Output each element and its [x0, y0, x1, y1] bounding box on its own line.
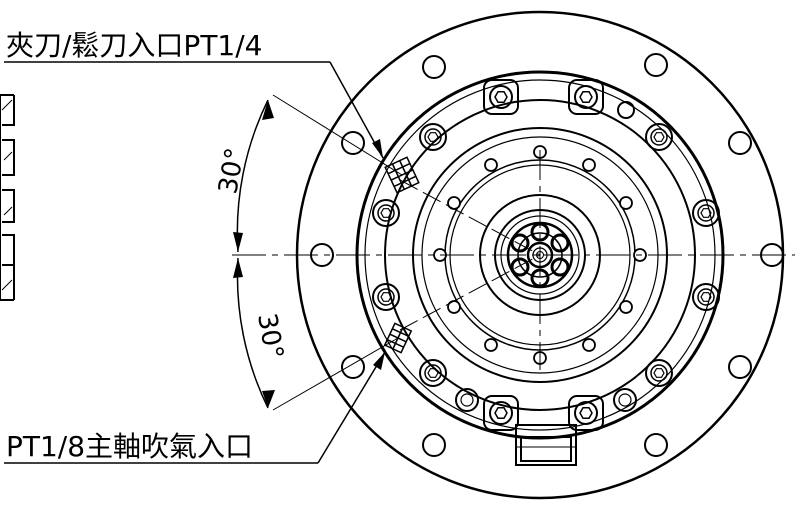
clamp-port-fitting: [384, 156, 420, 194]
housing-bolts: [372, 79, 720, 431]
flange-bolt-hole-bottom-left: [422, 433, 446, 457]
hex-bolt-lower-right: [568, 395, 604, 431]
flange-bolt-hole-left-upper: [341, 131, 365, 155]
center-lines: [232, 150, 795, 370]
spindle-air-port-label: PT1/8主軸吹氣入口: [6, 430, 253, 463]
lower-angle-label: 30°: [251, 311, 289, 362]
hex-bolt-upper-left: [483, 79, 519, 115]
angle-dimensions: [233, 94, 403, 411]
flange-bolt-hole-right-lower: [728, 355, 752, 379]
bottom-connector: [515, 424, 577, 466]
hex-bolt-lower-left: [483, 395, 519, 431]
callout-leaders: [4, 61, 386, 464]
clamp-unclamp-port-label: 夾刀/鬆刀入口PT1/4: [6, 29, 263, 62]
flange-bolt-hole-bottom-right: [644, 433, 668, 457]
upper-angle-label: 30°: [213, 146, 251, 197]
flange-bolt-hole-right-upper: [728, 131, 752, 155]
flange-bolt-hole-top-left: [422, 55, 446, 79]
hex-bolt-upper-right: [568, 79, 604, 115]
left-section-view: [0, 94, 15, 301]
inner-ring-holes: [433, 145, 647, 365]
flange-bolt-hole-left-lower: [341, 355, 365, 379]
flange-bolt-hole-top-right: [644, 53, 668, 77]
leader-arrowheads: [372, 139, 385, 370]
